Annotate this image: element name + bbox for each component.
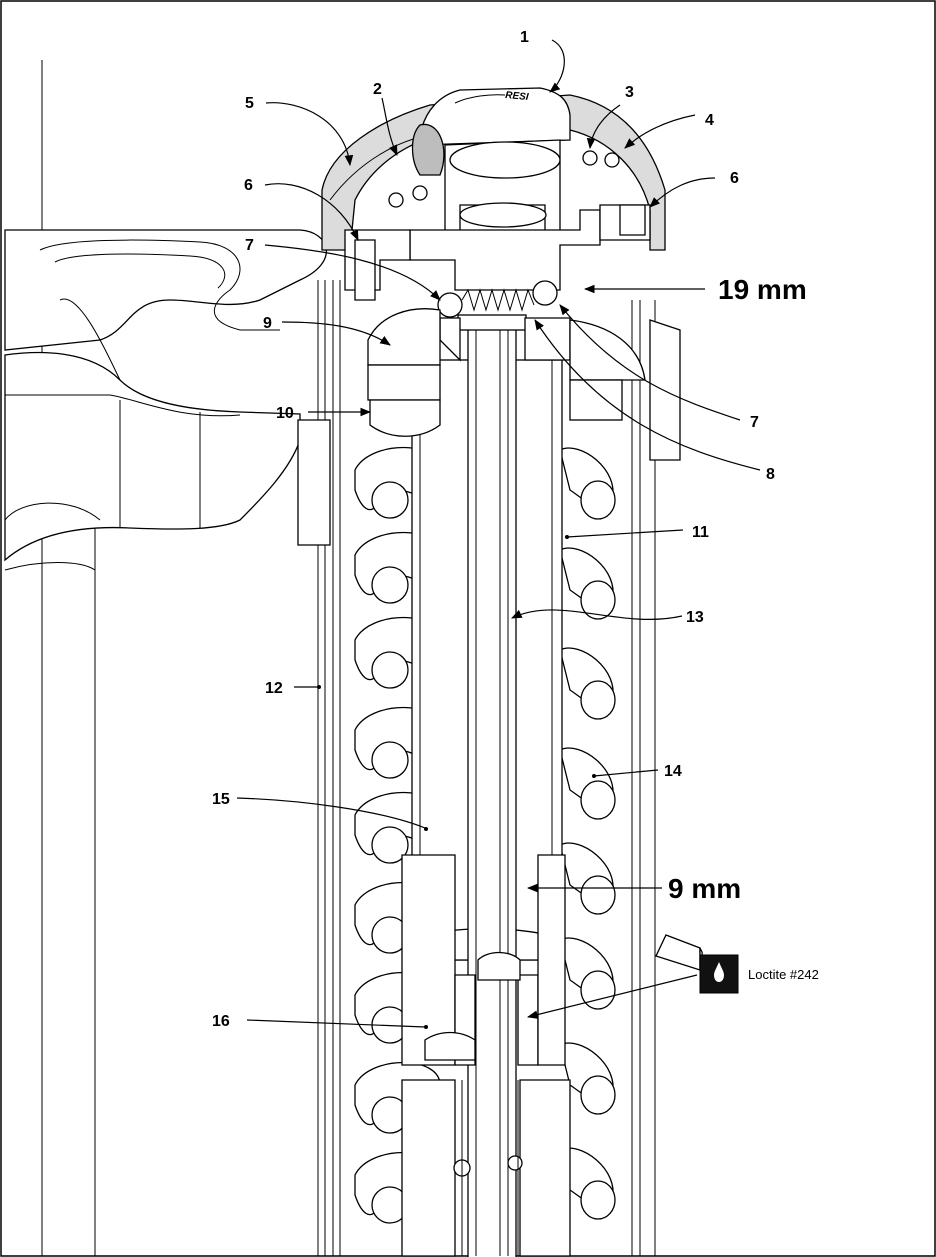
bushing-assembly xyxy=(367,308,646,437)
lower-fitting-assembly xyxy=(401,854,571,1257)
callout-5: 5 xyxy=(245,95,254,112)
ball-left xyxy=(437,292,463,318)
adhesive-label: Loctite #242 xyxy=(748,967,819,982)
seal-4 xyxy=(604,152,620,168)
damper-shaft xyxy=(457,314,527,1257)
callout-15: 15 xyxy=(212,791,230,808)
callout-7-left: 7 xyxy=(245,237,254,254)
ball-right xyxy=(532,280,558,306)
callout-2: 2 xyxy=(373,81,382,98)
callout-6-right: 6 xyxy=(730,170,739,187)
callout-13: 13 xyxy=(686,609,704,626)
adhesive-bottle-drop-icon xyxy=(655,934,739,994)
outer-cap xyxy=(321,94,666,251)
callout-labels: 1 2 3 4 5 6 6 7 7 8 9 10 11 12 13 14 15 … xyxy=(212,29,775,1030)
fitting-16 xyxy=(401,1079,456,1257)
callout-8: 8 xyxy=(766,466,775,483)
bolt-left xyxy=(354,239,376,301)
callout-12: 12 xyxy=(265,680,283,697)
callout-14: 14 xyxy=(664,763,682,780)
outer-tube-assembly xyxy=(297,280,681,1256)
callout-3: 3 xyxy=(625,84,634,101)
bushing-9 xyxy=(367,308,441,366)
callout-11: 11 xyxy=(692,524,709,541)
leader-lines xyxy=(236,39,761,1029)
cap-engraving: RESI xyxy=(505,90,529,103)
adjuster-knob xyxy=(411,123,445,176)
spring-coils-right xyxy=(559,447,616,1220)
callout-4: 4 xyxy=(705,112,714,129)
fork-crown-body xyxy=(4,60,328,1256)
dimension-19mm: 19 mm xyxy=(718,274,807,305)
callout-7-right: 7 xyxy=(750,414,759,431)
callout-10: 10 xyxy=(276,405,294,422)
callout-6-left: 6 xyxy=(244,177,253,194)
callout-9: 9 xyxy=(263,315,272,332)
seal-3 xyxy=(582,150,598,166)
bolt-right xyxy=(619,204,646,236)
dimension-9mm: 9 mm xyxy=(668,873,741,904)
callout-16: 16 xyxy=(212,1013,230,1030)
callout-1: 1 xyxy=(520,29,529,46)
detent-spring xyxy=(461,288,535,312)
bushing-10 xyxy=(369,399,441,437)
top-cap-assembly: RESI xyxy=(321,87,666,362)
